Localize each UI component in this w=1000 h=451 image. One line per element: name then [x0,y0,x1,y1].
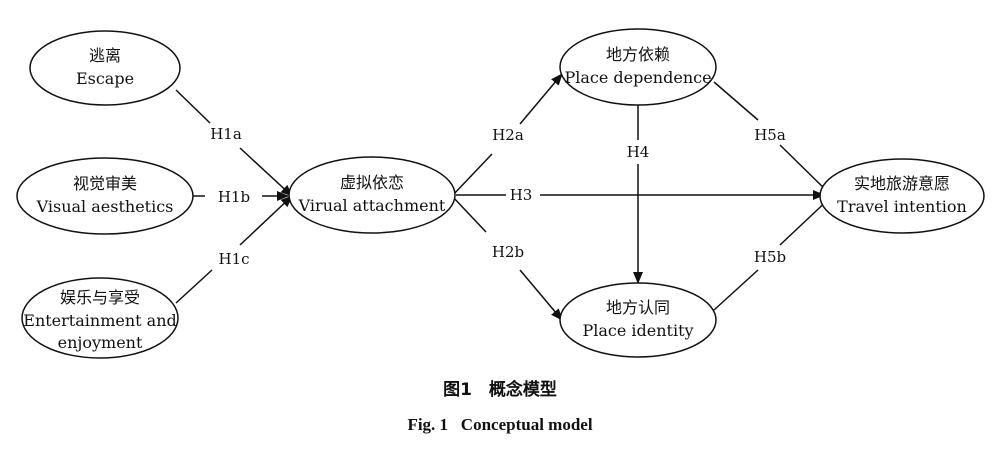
edge-h5a [713,81,759,121]
node-travel-intention [819,158,985,234]
node-visual-aesthetics [16,157,194,235]
label-h4: H4 [627,143,650,161]
caption-en: Fig. 1 Conceptual model [407,415,592,434]
label-h2b: H2b [492,243,524,261]
entertainment-cn: 娱乐与享受 [60,288,140,307]
virtual-cn: 虚拟依恋 [340,173,404,192]
label-h1b: H1b [218,188,250,206]
edge-h1a [175,89,211,124]
label-h2a: H2a [492,126,524,144]
label-h1a: H1a [210,125,242,143]
entertainment-en1: Entertainment and [23,311,176,330]
node-virtual-attachment [288,156,456,234]
edges [175,73,833,321]
virtual-en: Virual attachment [298,196,446,215]
edge-h2a-arrow [519,73,563,125]
edge-h2b-arrow [519,269,563,321]
visual-cn: 视觉审美 [73,174,137,193]
escape-en: Escape [76,69,134,88]
visual-en: Visual aesthetics [36,197,174,216]
edge-h2b [451,195,487,233]
travel-cn: 实地旅游意愿 [854,174,950,193]
dependence-en: Place dependence [564,68,711,87]
dependence-cn: 地方依赖 [606,45,670,64]
edge-h1a-arrow [239,147,293,197]
edge-h1c-arrow [239,195,293,246]
travel-en: Travel intention [837,197,967,216]
node-place-identity [559,282,717,358]
nodes [16,28,985,359]
edge-h1c [175,269,213,304]
node-place-dependence [559,28,717,106]
identity-en: Place identity [582,321,693,340]
caption-cn: 图1 概念模型 [443,379,557,400]
node-labels: 逃离 Escape 视觉审美 Visual aesthetics 娱乐与享受 E… [23,45,967,352]
edge-labels: H1a H1b H1c H2a H2b H3 H4 H5a H5b [210,125,786,268]
label-h1c: H1c [218,250,249,268]
node-entertainment [21,277,179,359]
edge-h2a [451,153,493,197]
entertainment-en2: enjoyment [58,333,143,352]
node-escape [29,30,181,106]
escape-cn: 逃离 [89,46,121,65]
label-h5a: H5a [754,126,786,144]
label-h3: H3 [510,186,533,204]
figure-caption: 图1 概念模型 Fig. 1 Conceptual model [407,379,592,434]
label-h5b: H5b [754,248,786,266]
identity-cn: 地方认同 [606,298,670,317]
edge-h5b [713,269,759,311]
